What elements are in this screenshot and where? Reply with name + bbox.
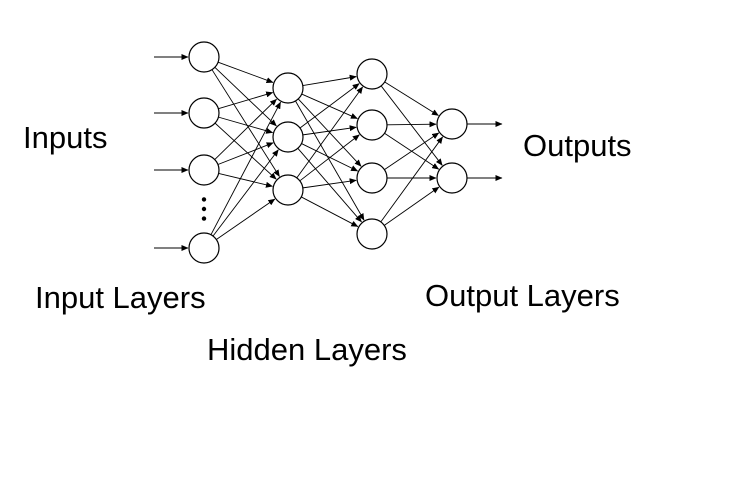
neuron-nodes — [188, 41, 468, 264]
ellipsis-dots — [201, 197, 207, 221]
input-node — [188, 154, 220, 186]
connection-line — [211, 69, 280, 177]
connection-lines — [210, 61, 443, 240]
connection-line — [302, 74, 357, 86]
connection-line — [302, 125, 357, 136]
connection-line — [210, 101, 281, 235]
outputs-label: Outputs — [523, 128, 632, 163]
connection-line — [296, 86, 363, 179]
hidden-layers-label: Hidden Layers — [207, 332, 407, 367]
connection-line — [218, 91, 274, 110]
connection-line — [386, 121, 437, 128]
connection-line — [384, 132, 440, 170]
input-node — [188, 41, 220, 73]
connection-line — [218, 116, 274, 134]
output-layers-label: Output Layers — [425, 278, 620, 313]
connection-line — [216, 198, 276, 240]
hidden-node — [272, 174, 304, 206]
ellipsis-dot — [201, 216, 207, 221]
connection-line — [217, 61, 274, 84]
connection-line — [380, 85, 443, 166]
connection-line — [299, 134, 360, 182]
output-node — [436, 162, 468, 194]
connection-line — [380, 136, 443, 223]
hidden-node — [272, 72, 304, 104]
input-node — [188, 97, 220, 129]
hidden-node — [356, 218, 388, 250]
connection-line — [212, 149, 279, 237]
ellipsis-dot — [201, 197, 207, 202]
connection-line — [384, 186, 440, 226]
hidden-node — [356, 109, 388, 141]
inputs-label: Inputs — [23, 120, 108, 155]
output-node — [436, 108, 468, 140]
hidden-node — [272, 121, 304, 153]
connection-line — [297, 148, 362, 223]
input-layers-label: Input Layers — [35, 280, 206, 315]
hidden-node — [356, 162, 388, 194]
hidden-node — [356, 58, 388, 90]
ellipsis-dot — [201, 206, 207, 212]
input-node — [188, 232, 220, 264]
connection-line — [218, 173, 273, 188]
connection-line — [299, 83, 360, 129]
connection-line — [302, 178, 357, 189]
connection-line — [214, 67, 277, 127]
connection-line — [301, 196, 359, 227]
connection-line — [384, 81, 439, 116]
connection-line — [295, 100, 365, 221]
connection-line — [214, 122, 277, 180]
connection-line — [214, 98, 277, 160]
connection-line — [217, 142, 274, 165]
io-arrows — [154, 54, 503, 251]
